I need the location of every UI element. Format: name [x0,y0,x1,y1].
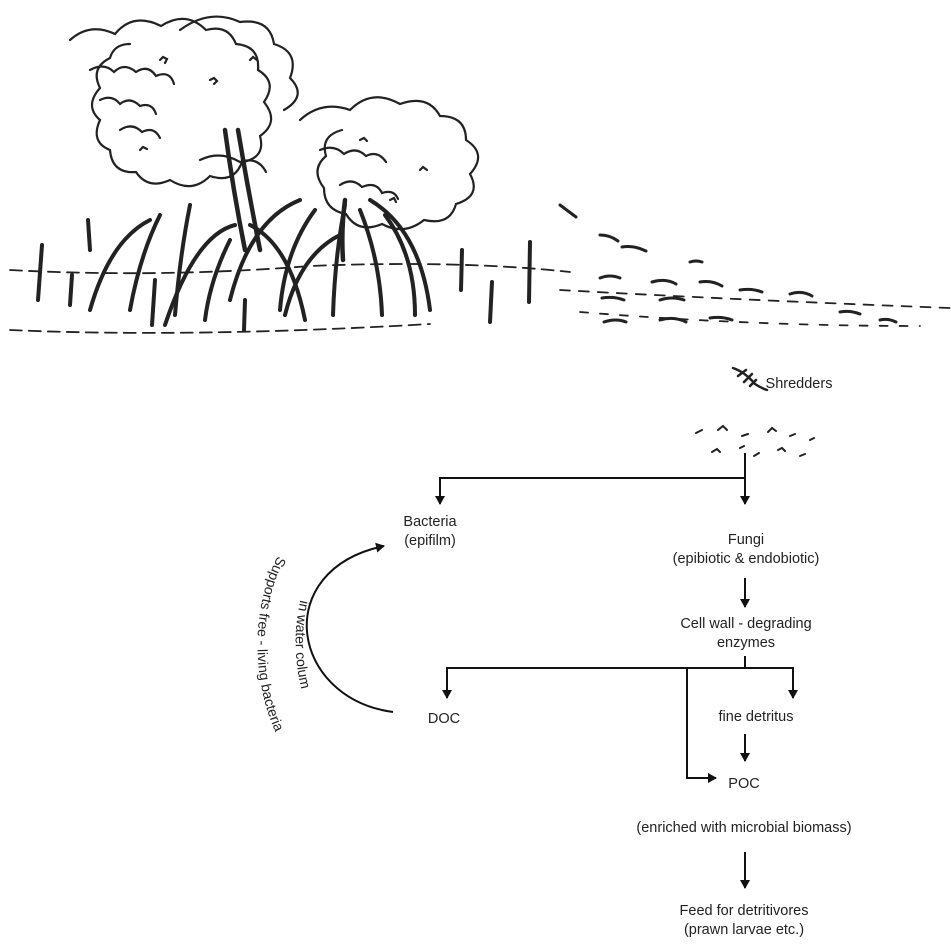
doc-to-bacteria-cycle-arrow [305,542,394,713]
feed-line2: (prawn larvae etc.) [683,922,805,938]
split-to-poc-arrow [686,668,717,783]
fine-detritus-label: fine detritus [718,709,794,725]
fungi-subtitle: (epibiotic & endobiotic) [672,551,820,567]
canopy-scribble [68,15,480,231]
fungi-label: Fungi (epibiotic & endobiotic) [673,531,820,569]
split-to-fine-detritus-arrow [745,667,798,699]
mangrove-illustration [9,15,951,457]
enzymes-label: Cell wall - degrading enzymes [680,615,811,653]
prop-roots [88,198,432,327]
enzymes-line1: Cell wall - degrading [680,616,812,632]
enzymes-line2: enzymes [716,635,776,651]
leaf-fragments [695,424,815,457]
bacteria-subtitle: (epifilm) [404,533,456,549]
fungi-title: Fungi [727,532,765,548]
split-to-doc-arrow [442,667,745,699]
fallen-leaves [558,203,898,324]
bacteria-title: Bacteria [403,514,457,530]
pneumatophores [36,218,532,332]
split-to-bacteria-arrow [435,477,745,505]
enriched-label: (enriched with microbial biomass) [636,820,852,836]
poc-label: POC [728,776,760,792]
trunks [222,127,348,263]
shredders-label: Shredders [765,376,833,392]
bacteria-label: Bacteria (epifilm) [403,513,456,551]
doc-label: DOC [427,711,461,727]
shredder-sketch [731,366,769,392]
feed-label: Feed for detritivores (prawn larvae etc.… [680,902,809,940]
feed-line1: Feed for detritivores [679,903,809,919]
ground-line [9,263,951,334]
flow-connectors [305,453,798,889]
